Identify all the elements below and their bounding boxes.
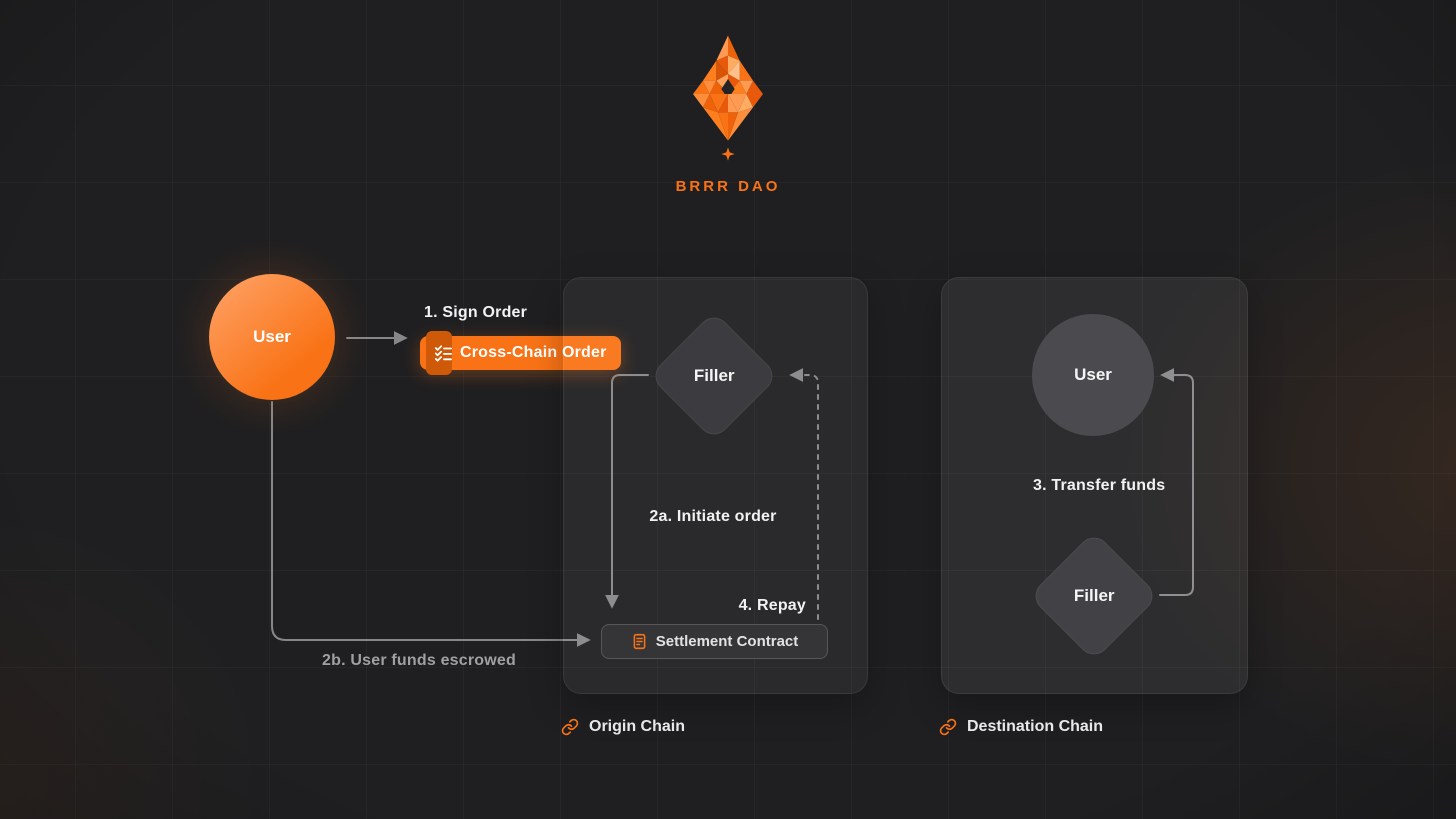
step-2b-user-funds-escrowed-label: 2b. User funds escrowed <box>322 652 516 669</box>
link-icon <box>561 718 579 736</box>
step-2a-initiate-order-label: 2a. Initiate order <box>649 508 777 525</box>
step-3-transfer-funds-label: 3. Transfer funds <box>1033 477 1166 494</box>
brand: BRRR DAO <box>0 34 1456 195</box>
destination-chain-caption-label: Destination Chain <box>967 718 1104 735</box>
destination-filler-label: Filler <box>1073 586 1115 605</box>
step-1-sign-order-label: 1. Sign Order <box>424 304 528 321</box>
settlement-contract-badge: Settlement Contract <box>601 624 828 659</box>
brand-name: BRRR DAO <box>675 178 781 195</box>
step-4-repay-label: 4. Repay <box>738 597 806 614</box>
origin-chain-caption: Origin Chain <box>561 718 685 736</box>
user-node-label: User <box>253 327 291 346</box>
destination-chain-caption: Destination Chain <box>939 718 1103 736</box>
destination-user-label: User <box>1074 365 1112 384</box>
settlement-contract-label: Settlement Contract <box>655 633 799 650</box>
destination-user-node: User <box>1032 314 1154 436</box>
brrr-dao-logo-icon <box>693 35 763 161</box>
checklist-icon <box>434 344 452 362</box>
origin-filler-label: Filler <box>693 366 735 385</box>
link-icon <box>939 718 957 736</box>
contract-icon <box>631 633 648 650</box>
cross-chain-order-badge: Cross-Chain Order <box>420 331 621 375</box>
cross-chain-order-label: Cross-Chain Order <box>460 344 607 361</box>
user-node: User <box>209 274 335 400</box>
origin-chain-caption-label: Origin Chain <box>589 718 685 735</box>
